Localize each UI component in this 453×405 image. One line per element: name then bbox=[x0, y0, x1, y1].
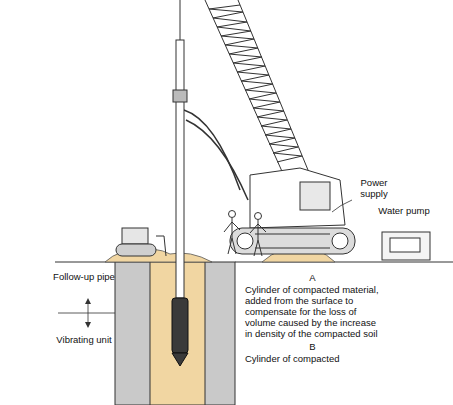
callout-label: Water pump bbox=[378, 205, 430, 216]
callout-label: Cylinder of compacted bbox=[245, 353, 383, 364]
leader-line bbox=[332, 200, 352, 212]
zone-letter: B bbox=[245, 341, 380, 352]
pipe-clamp bbox=[173, 90, 187, 102]
water-pump bbox=[382, 232, 430, 260]
arrow-heads bbox=[85, 298, 91, 328]
cable bbox=[180, 0, 181, 40]
zone-letter: A bbox=[245, 272, 380, 283]
crane-body bbox=[230, 168, 355, 254]
vibrator-tip bbox=[172, 353, 188, 366]
callout-label: Vibrating unit bbox=[52, 334, 116, 345]
divider-line bbox=[58, 313, 115, 314]
workers bbox=[224, 211, 266, 257]
hose bbox=[184, 110, 240, 190]
callout-label: Power supply bbox=[348, 177, 400, 199]
bulldozer bbox=[116, 228, 166, 256]
callout-label: Follow-up pipe bbox=[52, 271, 116, 282]
hose bbox=[186, 120, 248, 200]
callout-label: Cylinder of compacted material, added fr… bbox=[245, 284, 383, 339]
soil-band bbox=[115, 262, 235, 405]
vibrating-unit bbox=[172, 298, 188, 353]
follow-up-pipe bbox=[176, 40, 184, 298]
